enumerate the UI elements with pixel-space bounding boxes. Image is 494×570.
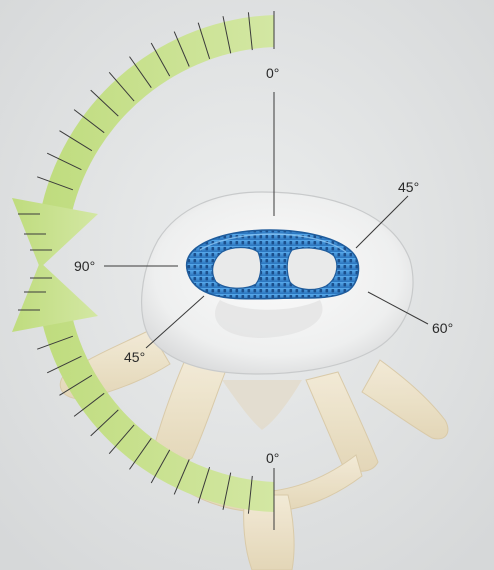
label-top-zero-degrees: 0° [266, 65, 279, 81]
cage-window-left [213, 248, 261, 289]
label-bottom-zero-degrees: 0° [266, 450, 279, 466]
label-45-degrees-upper-right: 45° [398, 179, 419, 195]
label-45-degrees-lower-left: 45° [124, 349, 145, 365]
cage-window-right [287, 248, 337, 289]
label-60-degrees: 60° [432, 320, 453, 336]
label-ninety-degrees: 90° [74, 258, 95, 274]
interbody-cage-implant [187, 230, 359, 299]
